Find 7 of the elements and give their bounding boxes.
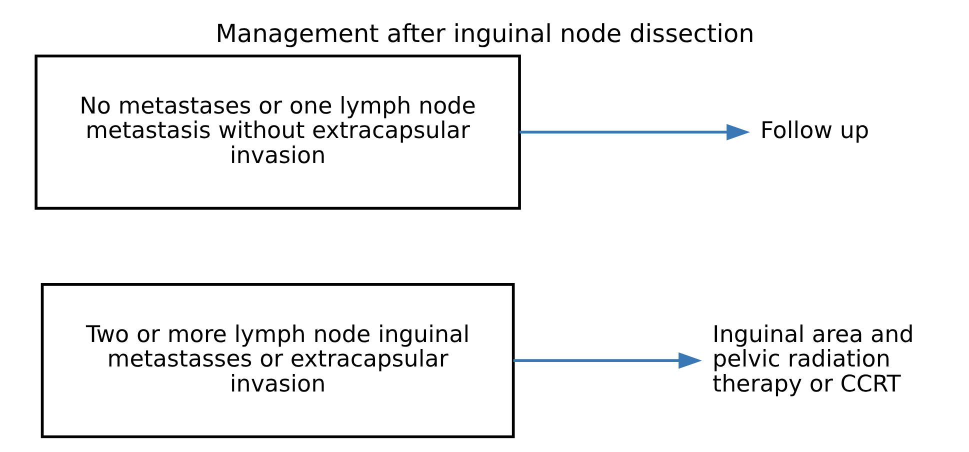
arrow [512,352,702,369]
node-box: Two or more lymph node inguinal metastasses or extracapsular invasion [40,283,514,438]
node-text: Inguinal area and pelvic radiation therapy or CCRT [712,322,914,398]
node-box: No metastases or one lymph node metastasis without extracapsular invasion [34,54,520,210]
diagram-title: Management after inguinal node dissection [215,19,754,48]
node-text: Follow up [760,118,869,144]
arrow [519,124,750,140]
